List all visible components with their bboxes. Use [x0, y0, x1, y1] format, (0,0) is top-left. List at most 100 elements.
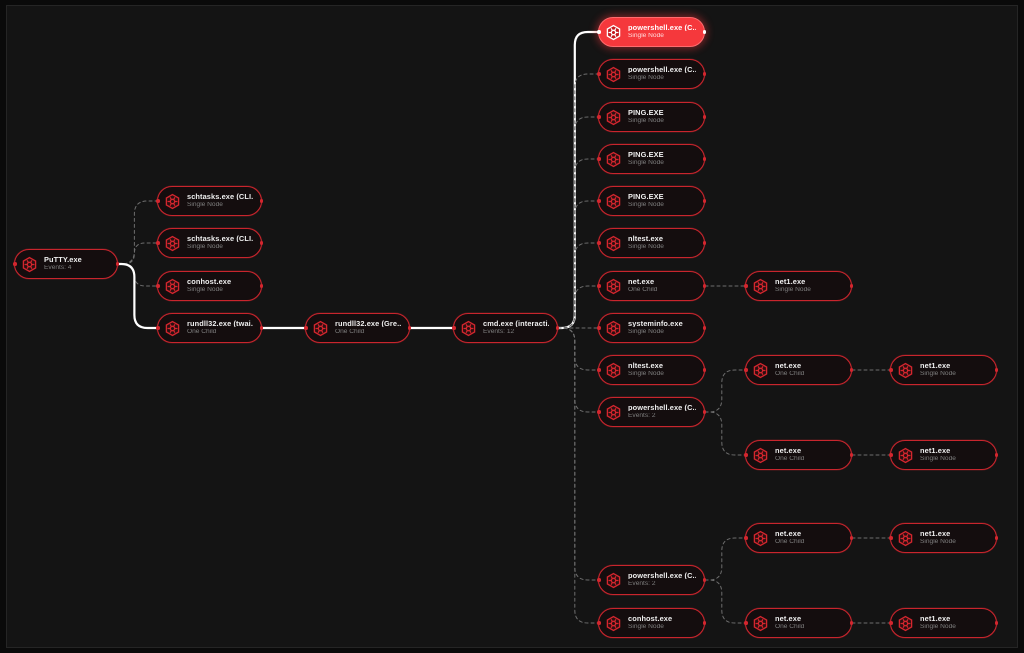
node-output-port — [994, 368, 998, 372]
edge-putty-to-rundll32a — [116, 262, 159, 330]
process-node-ps2[interactable]: powershell.exe (C...Single Node — [597, 59, 706, 89]
node-output-port — [702, 199, 706, 203]
node-title: nltest.exe — [628, 234, 664, 243]
node-subtitle: One Child — [775, 456, 805, 463]
node-subtitle: Single Node — [628, 33, 664, 40]
node-title: rundll32.exe (twai... — [187, 319, 253, 328]
node-input-port — [304, 326, 308, 330]
node-input-port — [889, 368, 893, 372]
process-node-schtasks2[interactable]: schtasks.exe (CLI...Single Node — [156, 228, 263, 258]
node-title: nltest.exe — [628, 361, 664, 370]
process-gear-icon — [606, 235, 621, 251]
node-output-port — [849, 284, 853, 288]
node-subtitle: One Child — [335, 329, 365, 336]
node-subtitle: One Child — [775, 624, 805, 631]
node-output-port — [702, 115, 706, 119]
node-input-port — [889, 536, 893, 540]
node-output-port — [849, 621, 853, 625]
edge-ps4-to-net_d — [704, 537, 746, 581]
process-gear-icon — [22, 256, 37, 272]
node-subtitle: Single Node — [628, 118, 664, 125]
node-input-port — [597, 30, 601, 34]
process-node-ps3[interactable]: powershell.exe (C...Events: 2 — [597, 397, 706, 427]
node-output-port — [259, 241, 263, 245]
node-title: rundll32.exe (Gre... — [335, 319, 401, 328]
node-subtitle: Single Node — [628, 371, 664, 378]
process-gear-icon — [606, 109, 621, 125]
process-node-rundll32a[interactable]: rundll32.exe (twai...One Child — [156, 313, 263, 343]
edge-cmd-to-ping2 — [557, 158, 599, 329]
process-node-cmd[interactable]: cmd.exe (interacti...Events: 12 — [452, 313, 559, 343]
node-input-port — [597, 621, 601, 625]
node-title: net1.exe — [920, 614, 951, 623]
node-subtitle: One Child — [628, 287, 658, 294]
node-title: powershell.exe (C... — [628, 571, 696, 580]
node-input-port — [744, 536, 748, 540]
node-title: PING.EXE — [628, 192, 664, 201]
node-title: powershell.exe (C... — [628, 23, 696, 32]
process-gear-icon — [753, 362, 768, 378]
edge-cmd-to-ps2 — [557, 73, 599, 329]
node-title: net1.exe — [775, 277, 806, 286]
node-output-port — [259, 199, 263, 203]
node-subtitle: Single Node — [628, 202, 664, 209]
process-gear-icon — [898, 447, 913, 463]
node-input-port — [597, 284, 601, 288]
node-title: net.exe — [775, 529, 802, 538]
process-gear-icon — [898, 362, 913, 378]
node-subtitle: Events: 4 — [44, 265, 72, 272]
edge-cmd-to-ping1 — [557, 116, 599, 329]
process-gear-icon — [606, 615, 621, 631]
process-node-rundll32b[interactable]: rundll32.exe (Gre...One Child — [304, 313, 411, 343]
node-input-port — [597, 72, 601, 76]
node-input-port — [156, 241, 160, 245]
process-gear-icon — [753, 278, 768, 294]
process-gear-icon — [606, 66, 621, 82]
node-output-port — [555, 326, 559, 330]
node-input-port — [13, 262, 17, 266]
process-gear-icon — [606, 404, 621, 420]
process-node-schtasks1[interactable]: schtasks.exe (CLI...Single Node — [156, 186, 263, 216]
node-output-port — [259, 326, 263, 330]
edge-cmd-to-nltest2 — [557, 327, 599, 371]
node-output-port — [702, 241, 706, 245]
node-output-port — [849, 536, 853, 540]
node-output-port — [259, 284, 263, 288]
node-subtitle: Single Node — [187, 287, 223, 294]
process-node-ps1[interactable]: powershell.exe (C...Single Node — [597, 17, 706, 47]
node-subtitle: Single Node — [628, 244, 664, 251]
node-input-port — [452, 326, 456, 330]
node-title: conhost.exe — [187, 277, 232, 286]
node-subtitle: Events: 2 — [628, 581, 656, 588]
node-subtitle: One Child — [187, 329, 217, 336]
process-node-ps4[interactable]: powershell.exe (C...Events: 2 — [597, 565, 706, 595]
node-subtitle: One Child — [775, 539, 805, 546]
node-title: net1.exe — [920, 529, 951, 538]
process-gear-icon — [165, 278, 180, 294]
node-title: cmd.exe (interacti... — [483, 319, 549, 328]
node-input-port — [744, 453, 748, 457]
node-title: powershell.exe (C... — [628, 65, 696, 74]
edge-cmd-to-ps1 — [556, 30, 600, 330]
process-gear-icon — [753, 447, 768, 463]
